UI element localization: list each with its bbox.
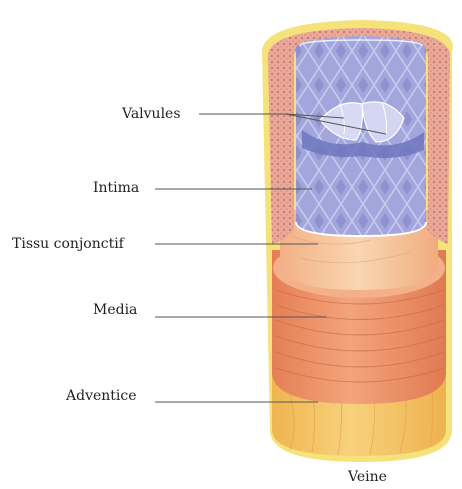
label-adventice: Adventice (66, 388, 137, 404)
label-intima: Intima (93, 180, 139, 196)
intima-layer (296, 36, 426, 236)
label-valvules: Valvules (122, 106, 181, 122)
label-media: Media (93, 302, 137, 318)
pink-wall-left (268, 56, 294, 244)
label-tissu-conjonctif: Tissu conjonctif (12, 236, 124, 252)
pink-wall-right (428, 56, 450, 244)
diagram-caption: Veine (348, 469, 387, 485)
